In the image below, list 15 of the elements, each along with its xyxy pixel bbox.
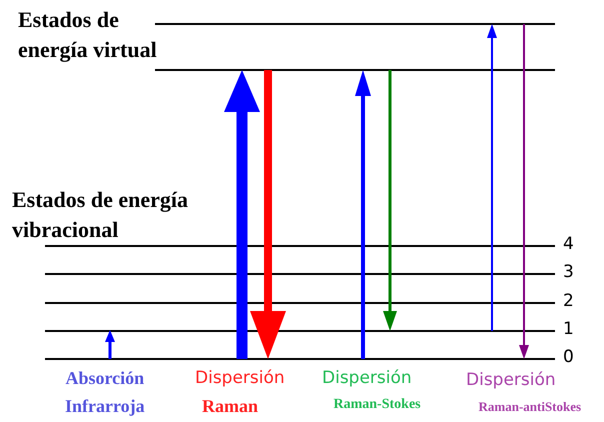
- level-number: 4: [563, 234, 574, 254]
- caption-text: Raman: [202, 396, 258, 418]
- caption-text: Infrarroja: [65, 396, 145, 418]
- caption-text: Absorción: [66, 368, 144, 390]
- heading-text: Estados de energía virtual: [18, 6, 158, 64]
- level-number: 1: [563, 319, 574, 340]
- level-number: 0: [563, 347, 574, 368]
- level-number: 2: [563, 291, 574, 312]
- caption-text: Dispersión: [466, 370, 556, 390]
- caption-text: Raman-antiStokes: [478, 399, 582, 415]
- heading-text: Estados de energía vibracional: [12, 186, 189, 244]
- caption-text: Raman-Stokes: [334, 397, 421, 414]
- caption-text: Dispersión: [322, 368, 412, 388]
- level-number: 3: [563, 262, 574, 282]
- caption-text: Dispersión: [195, 368, 285, 388]
